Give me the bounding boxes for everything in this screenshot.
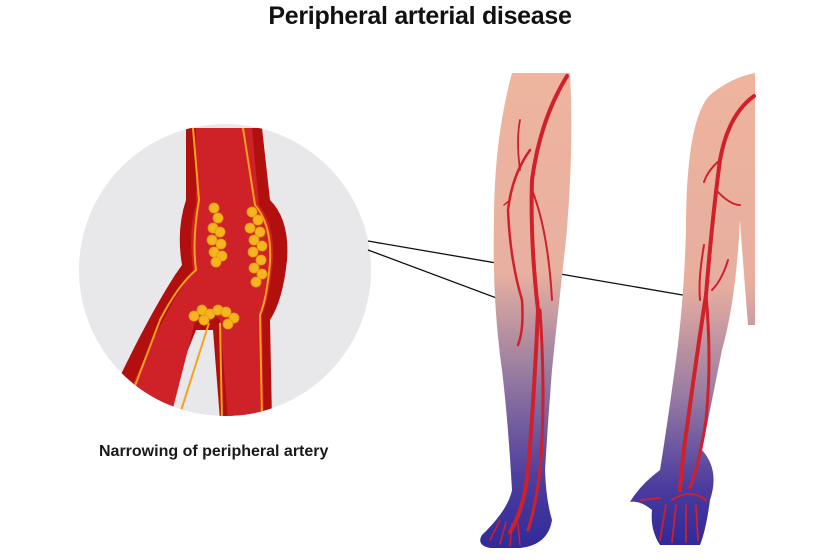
page-title: Peripheral arterial disease — [268, 2, 572, 30]
artery-inset — [79, 124, 371, 416]
leg-illustration — [480, 73, 572, 548]
arm-illustration — [630, 73, 756, 545]
inset-caption: Narrowing of peripheral artery — [99, 443, 329, 460]
